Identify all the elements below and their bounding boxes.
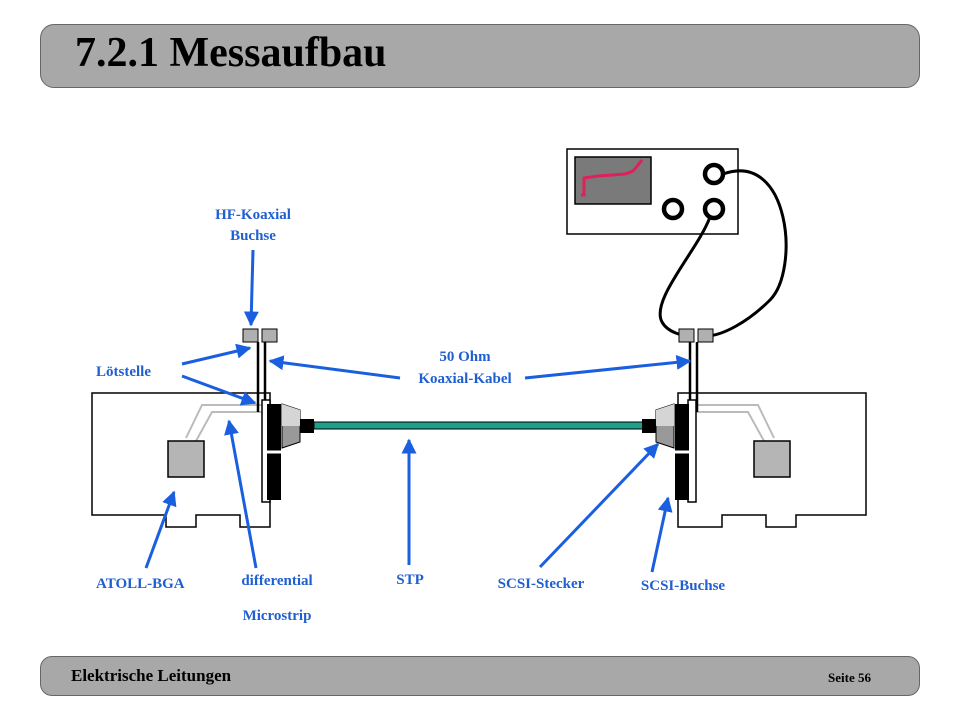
label-50-ohm: 50 Ohm (439, 349, 491, 365)
stp-cable (313, 421, 647, 430)
atoll-bga-chip-right (753, 440, 791, 478)
tdr-trace (581, 159, 644, 197)
coax-jack-right-2 (697, 328, 714, 343)
scope-cable-1 (705, 169, 788, 338)
right-board (642, 328, 867, 528)
scope-port-top (702, 162, 726, 186)
arrows (144, 249, 692, 573)
title-bar: 7.2.1 Messaufbau (40, 24, 920, 88)
scope-cable-2 (658, 216, 712, 338)
scope-port-left (661, 197, 685, 221)
label-hf-koaxial-2: Buchse (230, 228, 276, 244)
arrow-microstrip (224, 419, 258, 569)
arrow-hf-koaxial (243, 249, 259, 327)
coax-jack-left-2 (261, 328, 278, 343)
arrow-atoll (144, 490, 177, 569)
label-koaxial-kabel: Koaxial-Kabel (418, 371, 511, 387)
footer-bar: Elektrische Leitungen Seite 56 (40, 656, 920, 696)
label-atoll-bga: ATOLL-BGA (96, 576, 185, 592)
page-title: 7.2.1 Messaufbau (75, 30, 387, 76)
label-stp: STP (396, 572, 424, 588)
arrow-loetstelle-2 (181, 374, 257, 406)
label-hf-koaxial-1: HF-Koaxial (215, 207, 291, 223)
coax-jack-left-1 (242, 328, 259, 343)
coax-jack-right-1 (678, 328, 695, 343)
oscilloscope (566, 148, 739, 235)
arrow-scsi-stecker (538, 442, 660, 569)
scope-port-right (702, 197, 726, 221)
arrow-koax-right (524, 354, 692, 380)
label-loetstelle: Lötstelle (96, 364, 151, 380)
label-scsi-stecker: SCSI-Stecker (498, 576, 585, 592)
footer-topic: Elektrische Leitungen (71, 666, 232, 685)
label-microstrip: Microstrip (243, 608, 312, 624)
arrow-scsi-buchse (650, 496, 673, 573)
label-differential: differential (241, 573, 312, 589)
atoll-bga-chip (167, 440, 205, 478)
page-number: Seite 56 (828, 670, 871, 685)
label-scsi-buchse: SCSI-Buchse (641, 578, 726, 594)
arrow-koax-left (268, 355, 401, 380)
arrow-loetstelle-1 (181, 343, 252, 366)
